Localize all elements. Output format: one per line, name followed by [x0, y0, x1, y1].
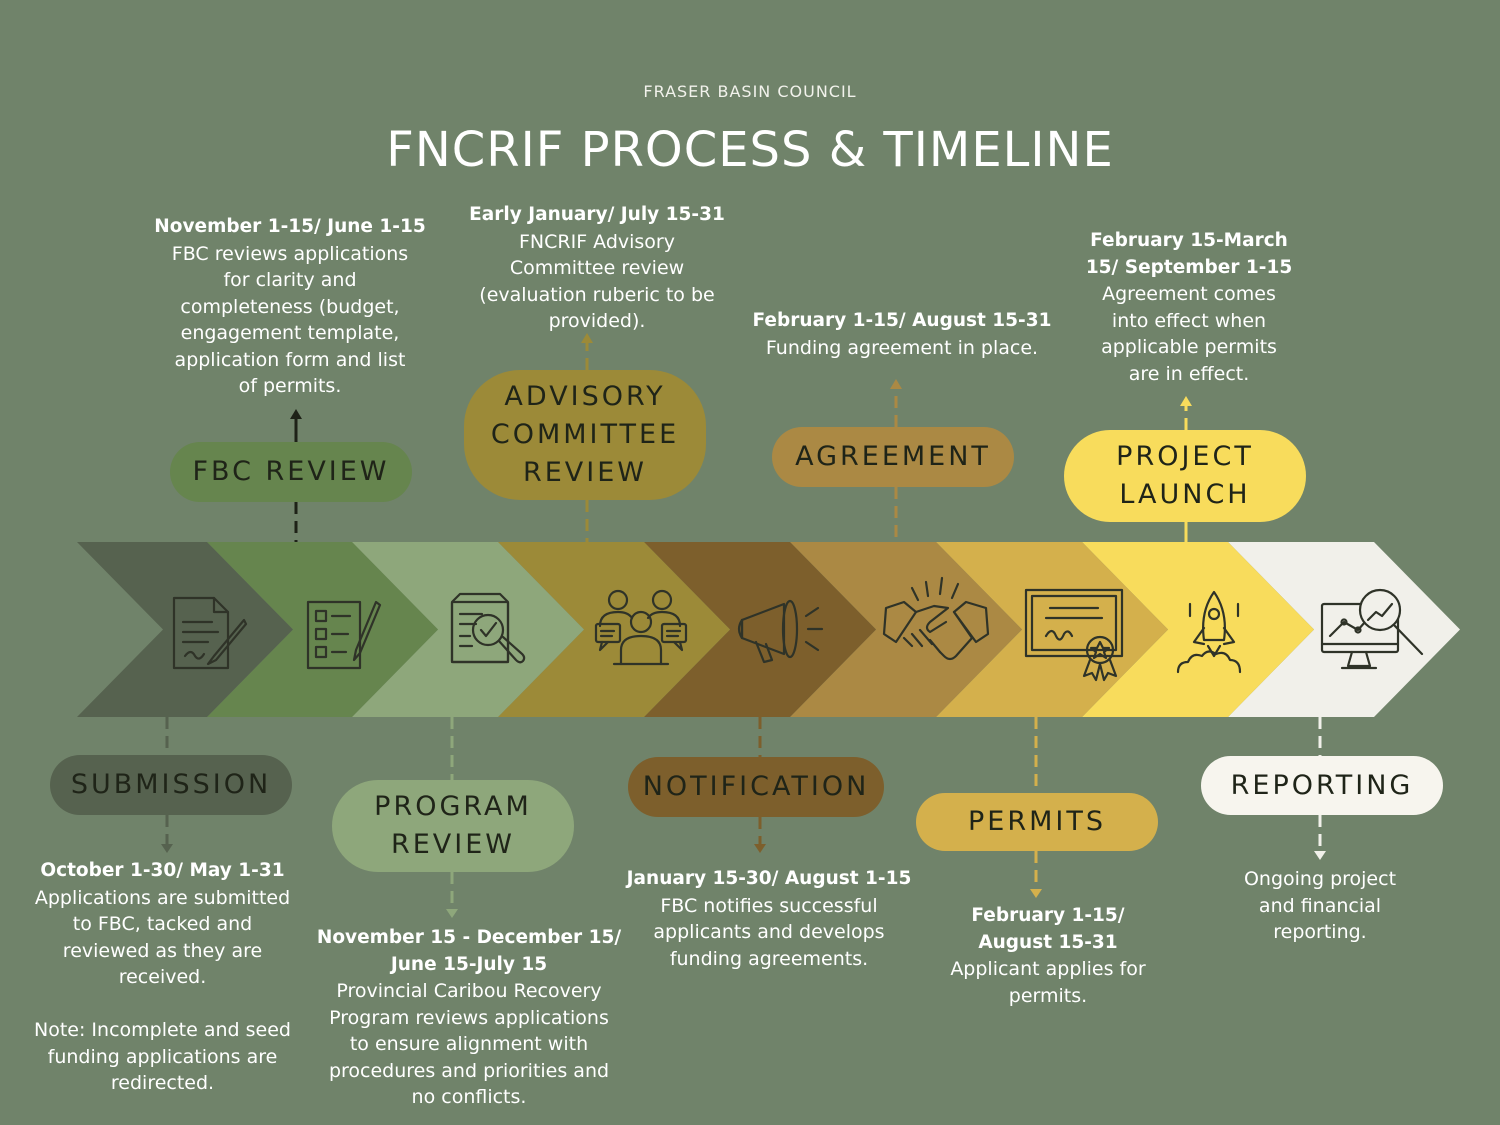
rocket-icon: [1176, 590, 1242, 674]
page-title: FNCRIF PROCESS & TIMELINE: [386, 122, 1114, 178]
document-search-icon: [450, 592, 526, 664]
note-text-fbc-review: FBC reviews applications for clarity and…: [171, 242, 409, 398]
note-text-project-launch: Agreement comes into effect when applica…: [1101, 283, 1277, 385]
note-date-notification: January 15-30/ August 1-15: [626, 868, 912, 889]
arrow-segment-advisory-review: [498, 542, 730, 717]
note-date-agreement: February 1-15/ August 15-31: [752, 310, 1052, 331]
note-date-submission: October 1-30/ May 1-31: [40, 860, 285, 881]
analytics-monitor-icon: [1320, 588, 1424, 670]
note-text-program-review: Provincial Caribou Recovery Program revi…: [328, 980, 610, 1108]
megaphone-icon: [737, 599, 824, 664]
stage-pill-program-review: PROGRAM REVIEW: [332, 780, 574, 872]
arrowhead-agreement: [890, 379, 902, 389]
note-submission: October 1-30/ May 1-31 Applications are …: [10, 858, 315, 1097]
stage-pill-reporting: REPORTING: [1201, 756, 1443, 815]
note-text-notification: FBC notifies successful applicants and d…: [653, 894, 885, 970]
arrowhead-permits: [1030, 889, 1042, 898]
stage-pill-permits: PERMITS: [916, 793, 1158, 851]
note-text-advisory-review: FNCRIF Advisory Committee review (evalua…: [479, 230, 715, 333]
stage-pill-submission: SUBMISSION: [50, 755, 292, 815]
arrowhead-reporting: [1314, 851, 1326, 860]
committee-icon: [594, 589, 688, 666]
note-text-reporting: Ongoing project and financial reporting.: [1243, 868, 1397, 943]
stage-pill-project-launch: PROJECT LAUNCH: [1064, 430, 1306, 522]
arrowhead-advisory-review: [581, 333, 593, 343]
checklist-icon: [306, 600, 382, 670]
note-text-agreement: Funding agreement in place.: [765, 336, 1039, 359]
arrow-segment-notification: [644, 542, 876, 717]
certificate-icon: [1024, 588, 1124, 682]
arrowhead-program-review: [446, 909, 458, 918]
note-date-advisory-review: Early January/ July 15-31: [469, 204, 725, 225]
stage-pill-notification: NOTIFICATION: [628, 757, 884, 817]
arrowhead-notification: [754, 844, 766, 853]
stage-pill-advisory-review: ADVISORY COMMITTEE REVIEW: [464, 370, 706, 500]
note-project-launch: February 15-March 15/ September 1-15 Agr…: [1064, 228, 1314, 387]
note-reporting: Ongoing project and financial reporting.: [1200, 866, 1440, 946]
arrow-segments: [77, 542, 1460, 717]
arrow-segment-program-review: [352, 542, 584, 717]
note-text-permits: Applicant applies for permits.: [950, 958, 1146, 1007]
note-fbc-review: November 1-15/ June 1-15 FBC reviews app…: [145, 214, 435, 400]
organization-name: FRASER BASIN COUNCIL: [643, 82, 857, 101]
arrow-segment-reporting: [1228, 542, 1460, 717]
note-notification: January 15-30/ August 1-15 FBC notifies …: [614, 866, 924, 972]
arrowhead-submission: [161, 844, 173, 853]
note-date-program-review: November 15 - December 15/ June 15-July …: [316, 927, 622, 975]
connectors: [161, 333, 1326, 918]
note-text-submission: Applications are submitted to FBC, tacke…: [34, 886, 291, 1095]
arrow-segment-project-launch: [1082, 542, 1314, 717]
arrow-segment-agreement: [790, 542, 1022, 717]
arrow-segment-submission: [77, 542, 293, 717]
note-date-project-launch: February 15-March 15/ September 1-15: [1085, 230, 1293, 278]
stage-pill-agreement: AGREEMENT: [772, 427, 1014, 487]
note-agreement: February 1-15/ August 15-31 Funding agre…: [742, 308, 1062, 361]
note-program-review: November 15 - December 15/ June 15-July …: [304, 925, 634, 1111]
arrowhead-fbc-review: [290, 409, 302, 419]
note-permits: February 1-15/ August 15-31 Applicant ap…: [918, 903, 1178, 1009]
document-signature-icon: [172, 596, 248, 670]
arrowhead-project-launch: [1180, 396, 1192, 406]
note-date-fbc-review: November 1-15/ June 1-15: [154, 216, 426, 237]
stage-pill-fbc-review: FBC REVIEW: [170, 442, 412, 502]
note-date-permits: February 1-15/ August 15-31: [971, 905, 1125, 953]
handshake-icon: [882, 576, 990, 661]
note-advisory-review: Early January/ July 15-31 FNCRIF Advisor…: [452, 202, 742, 335]
